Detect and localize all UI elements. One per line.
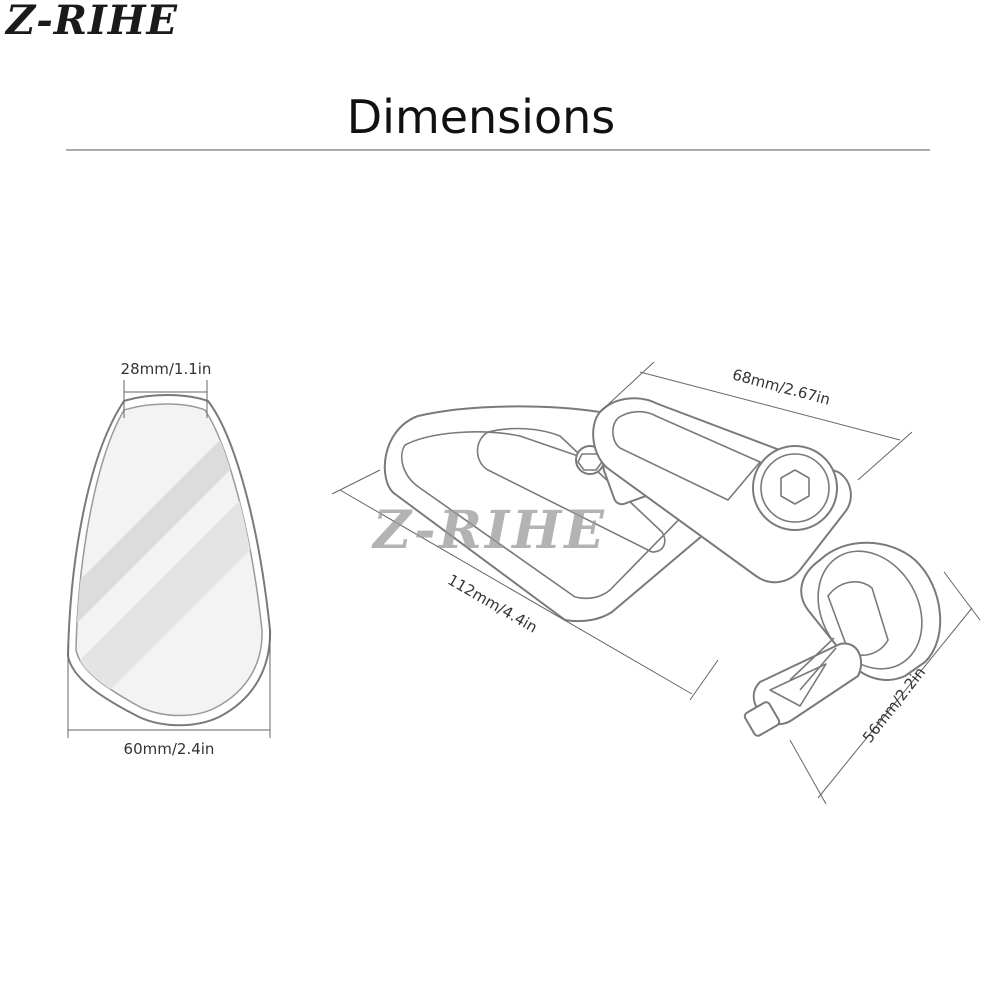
brand-watermark: Z-RIHE [371,500,607,561]
mirror-glass-drawing [67,394,272,727]
mirror-bottom-width-dimension: 60mm/2.4in [67,630,271,758]
mirror-top-width-dimension: 28mm/1.1in [121,360,212,418]
mirror-assembly-drawing [383,397,942,737]
mirror-bottom-width-label: 60mm/2.4in [124,740,215,758]
mirror-reflection-stripes [76,404,263,716]
brand-logo: Z-RIHE [4,0,178,44]
bracket-length-label: 68mm/2.67in [730,365,832,408]
mirror-top-width-label: 28mm/1.1in [121,360,212,378]
page-title: Dimensions [347,90,615,144]
